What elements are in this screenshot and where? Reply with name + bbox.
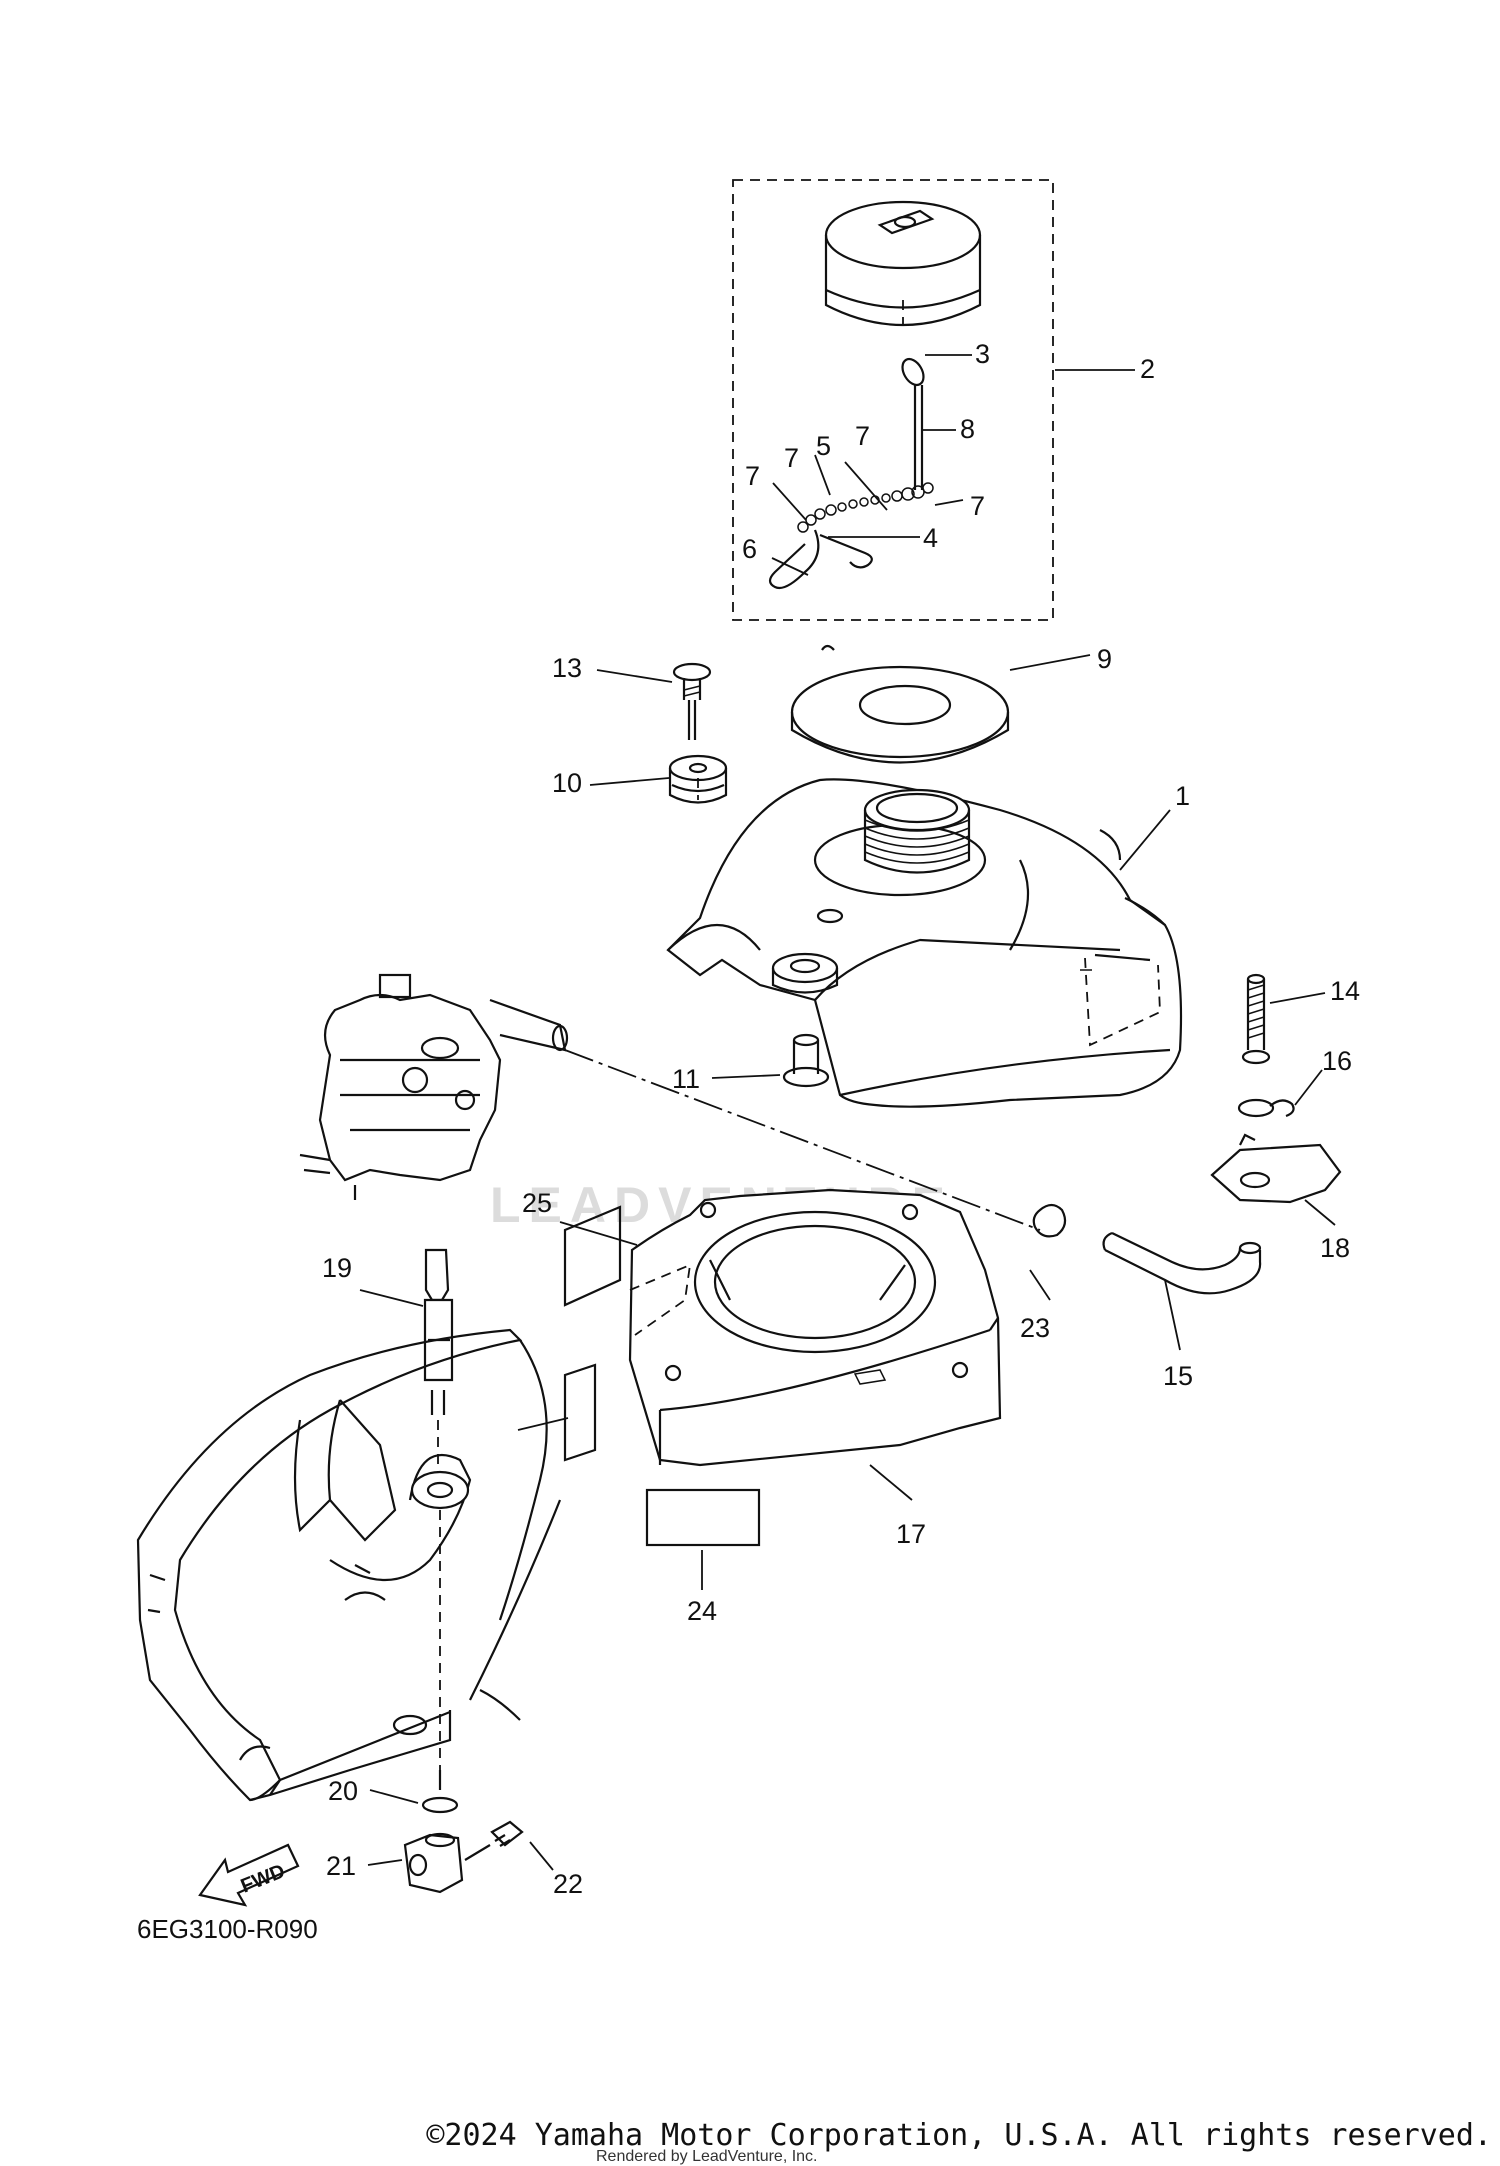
carburetor-drawing <box>299 973 569 1200</box>
tether-strap-drawing <box>901 357 925 490</box>
copyright-notice: ©2024 Yamaha Motor Corporation, U.S.A. A… <box>426 2118 1492 2153</box>
callout-3: 3 <box>975 339 990 369</box>
forward-direction-arrow: FWD <box>198 1843 300 1907</box>
label-stickers-drawing <box>563 1205 761 1547</box>
callout-2: 2 <box>1140 354 1155 384</box>
fuel-hose-drawing <box>1032 1203 1262 1295</box>
grommet-bolt-drawing <box>668 662 728 804</box>
callout-numbers: 2 3 8 7 5 7 7 7 4 6 9 13 10 1 11 14 16 1… <box>322 339 1360 1899</box>
pin-clip-bracket-drawing <box>1210 973 1342 1204</box>
callout-15: 16 <box>1322 1046 1352 1076</box>
callout-19: 20 <box>328 1776 358 1806</box>
callout-6: 6 <box>742 534 757 564</box>
leader-lines <box>359 354 1336 1871</box>
callout-11: 11 <box>672 1064 700 1094</box>
fuel-tank-drawing <box>666 778 1183 1108</box>
drain-fitting-drawing <box>403 1770 524 1894</box>
rendered-by-notice: Rendered by LeadVenture, Inc. <box>596 2148 818 2165</box>
callout-10: 10 <box>552 768 582 798</box>
callout-16: 17 <box>896 1519 926 1549</box>
callout-20: 21 <box>326 1851 356 1881</box>
cover-plate-drawing <box>628 1188 1002 1467</box>
callout-9: 9 <box>1097 644 1112 674</box>
callout-22: 23 <box>1020 1313 1050 1343</box>
bottom-cowling-drawing <box>136 1328 562 1802</box>
diagram-code: 6EG3100-R090 <box>137 1914 318 1944</box>
callout-4: 4 <box>923 523 938 553</box>
callout-14: 15 <box>1163 1361 1193 1391</box>
callout-8: 8 <box>960 414 975 444</box>
callout-1: 1 <box>1175 781 1190 811</box>
callout-24: 25 <box>522 1188 552 1218</box>
callout-21: 22 <box>553 1869 583 1899</box>
fuel-cap-drawing <box>824 200 982 326</box>
bushing-drawing <box>782 1033 830 1088</box>
callout-18: 19 <box>322 1253 352 1283</box>
callout-7-far-left: 7 <box>745 461 760 491</box>
callout-23: 24 <box>687 1596 717 1626</box>
callout-7-top: 7 <box>855 421 870 451</box>
callout-12: 13 <box>552 653 582 683</box>
fuel-cap-assembly-box <box>732 179 1054 621</box>
hose-path-line <box>564 1049 1041 1231</box>
chain-and-clip-drawing <box>768 482 934 590</box>
callout-5: 5 <box>816 431 831 461</box>
callout-7-right: 7 <box>970 491 985 521</box>
gasket-drawing <box>790 644 1010 764</box>
callout-13: 14 <box>1330 976 1360 1006</box>
callout-7-left: 7 <box>784 443 799 473</box>
callout-17: 18 <box>1320 1233 1350 1263</box>
